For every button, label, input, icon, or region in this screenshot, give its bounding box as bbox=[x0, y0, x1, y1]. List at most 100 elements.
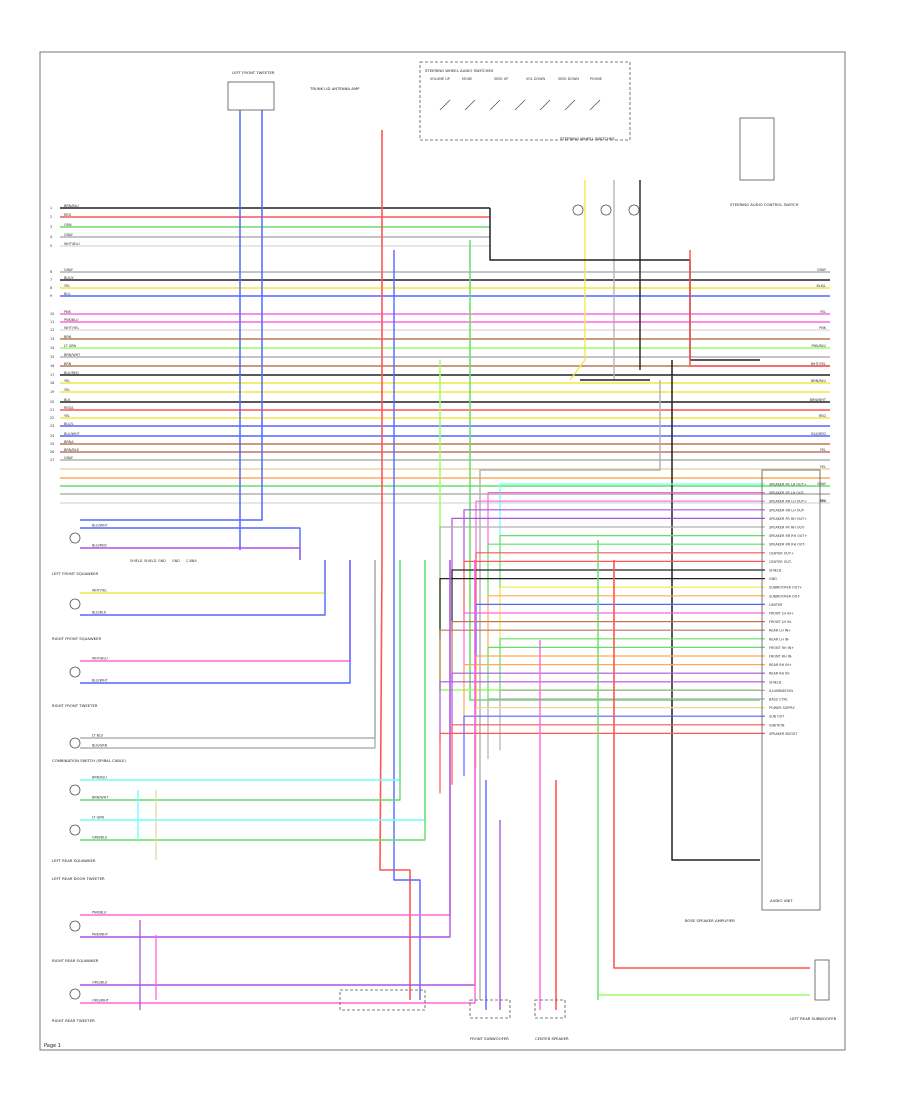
speaker-wire-label-13: PNK/WHT bbox=[92, 933, 109, 937]
speaker-wire-label-2: WHT/YEL bbox=[92, 589, 107, 593]
amp-pin-label-2: SPEAKER RR LH OUT+ bbox=[769, 500, 807, 504]
speaker-symbol-4 bbox=[69, 784, 81, 796]
switch-contact-1 bbox=[464, 99, 476, 111]
component-label-left-rear-speaker: LEFT REAR SQUAWKER bbox=[52, 858, 96, 863]
switch-yellow-wire bbox=[569, 180, 586, 381]
sub-red-wire bbox=[613, 560, 810, 969]
amp-pin-label-5: SPEAKER FR RH OUT- bbox=[769, 526, 806, 530]
bus-left-label-23: BLU/WHT bbox=[64, 432, 81, 436]
amp-pin-label-15: FRONT LH IN+ bbox=[769, 612, 794, 616]
amp-input-wire-22 bbox=[451, 672, 765, 734]
amp-input-wire-5 bbox=[439, 526, 765, 587]
bus-left-label-21: YEL bbox=[64, 414, 70, 418]
bus-pin-number-12: 13 bbox=[50, 337, 54, 341]
amp-input-wire-0 bbox=[499, 483, 765, 544]
amp-pin-label-21: REAR RH IN+ bbox=[769, 663, 792, 667]
component-label-left-front-tweeter: LEFT FRONT TWEETER bbox=[232, 70, 275, 75]
bus-pin-number-26: 27 bbox=[50, 458, 54, 462]
amp-input-wire-9 bbox=[463, 560, 765, 622]
amp-input-wire-3 bbox=[463, 509, 765, 570]
component-label-bose-amplifier: BOSE SPEAKER AMPLIFIER bbox=[685, 918, 735, 923]
bus-right-label-13: YEL bbox=[820, 499, 826, 503]
bus-pin-number-20: 21 bbox=[50, 408, 54, 412]
switch-header-5: PHONE bbox=[590, 77, 602, 81]
bus-pin-number-25: 26 bbox=[50, 450, 54, 454]
tweeter-lf-wire-b bbox=[80, 110, 263, 521]
page-number: Page 1 bbox=[44, 1043, 61, 1049]
bus-pin-number-17: 18 bbox=[50, 381, 54, 385]
amp-pin-label-26: POWER SUPPLY bbox=[769, 706, 796, 710]
misc-label-3: GND bbox=[172, 559, 180, 563]
bus-left-label-8: BLU bbox=[64, 292, 71, 296]
bus-right-label-8: RED bbox=[819, 414, 826, 418]
amp-pin-label-25: BASS CTRL bbox=[769, 698, 788, 702]
bus-pin-number-13: 14 bbox=[50, 346, 54, 350]
switch-contact-5 bbox=[564, 99, 576, 111]
switch-contact-2 bbox=[489, 99, 501, 111]
speaker-wire-label-3: BLU/BLK bbox=[92, 611, 107, 615]
amp-input-wire-4 bbox=[451, 517, 765, 579]
bus-pin-number-3: 4 bbox=[50, 235, 52, 239]
speaker-wire-label-5: BLU/WHT bbox=[92, 679, 109, 683]
audio-unit-box bbox=[761, 469, 821, 911]
bus-left-label-19: BLK bbox=[64, 398, 71, 402]
misc-label-0: SHIELD bbox=[130, 559, 143, 563]
misc-label-1: SHIELD bbox=[144, 559, 157, 563]
bus-left-label-3: GRAY bbox=[64, 233, 74, 237]
misc-label-4: C-BNA bbox=[186, 559, 197, 563]
amp-input-wire-25 bbox=[487, 698, 765, 759]
amp-pin-label-18: REAR LH IN- bbox=[769, 637, 790, 641]
ground-return-wire bbox=[489, 208, 760, 361]
bus-pin-number-10: 11 bbox=[50, 320, 54, 324]
bus-pin-number-1: 2 bbox=[50, 215, 52, 219]
bus-right-label-0: GRAY bbox=[817, 268, 827, 272]
bus-left-label-13: LT GRN bbox=[64, 344, 77, 348]
component-label-right-front-tweeter: RIGHT FRONT TWEETER bbox=[52, 703, 98, 708]
switch-contact-4 bbox=[539, 99, 551, 111]
component-label-steering-switches: STEERING WHEEL AUDIO SWITCHES bbox=[425, 68, 494, 73]
amp-input-wire-6 bbox=[499, 534, 765, 596]
bus-pin-number-19: 20 bbox=[50, 400, 54, 404]
wire-labels: BRN/BLU1RED2GRN3GRAY4WHT/BLU5GRAY6BLK/Y7… bbox=[50, 68, 837, 1041]
switch-header-0: VOLUME UP bbox=[430, 77, 450, 81]
component-label-antenna-amp: TRUNK LID ANTENNA AMP bbox=[309, 86, 360, 91]
bus-right-label-3: PNK bbox=[819, 326, 827, 330]
component-label-right-rear-speaker: RIGHT REAR SQUAWKER bbox=[52, 958, 99, 963]
speaker-symbol-2 bbox=[69, 666, 81, 678]
amp-pin-label-24: ILLUMINATION bbox=[769, 689, 793, 693]
switch-contact-0 bbox=[439, 99, 451, 111]
bus-right-label-11: YEL bbox=[820, 465, 826, 469]
amp-pin-label-9: CENTER OUT- bbox=[769, 560, 793, 564]
amp-input-wire-21 bbox=[463, 663, 765, 725]
bus-left-label-2: GRN bbox=[64, 223, 72, 227]
speaker-symbol-3 bbox=[69, 737, 81, 749]
switch-header-4: SEEK DOWN bbox=[558, 77, 579, 81]
bus-left-label-25: BRN/BLK bbox=[64, 448, 80, 452]
wires bbox=[60, 110, 830, 1010]
black-return-wire bbox=[671, 360, 760, 861]
amp-pin-label-14: LIMITER bbox=[769, 603, 783, 607]
amp-pin-label-7: SPEAKER RR RH OUT- bbox=[769, 543, 806, 547]
component-label-front-subwoofer: FRONT SUBWOOFER bbox=[470, 1036, 509, 1041]
speaker-wire-2-0 bbox=[80, 560, 351, 662]
amp-input-wire-12 bbox=[499, 586, 765, 648]
bus-left-label-18: YEL bbox=[64, 388, 70, 392]
component-label-left-rear-tweeter: LEFT REAR DOOR TWEETER bbox=[52, 876, 105, 881]
component-label-audio-unit: AUDIO UNIT bbox=[770, 898, 793, 903]
amp-input-wire-20 bbox=[475, 655, 765, 716]
amp-input-wire-15 bbox=[463, 612, 765, 673]
bus-pin-number-15: 16 bbox=[50, 364, 54, 368]
amp-pin-label-13: SUBWOOFER OUT- bbox=[769, 594, 801, 598]
left-front-tweeter-box bbox=[227, 81, 275, 111]
amp-input-wire-28 bbox=[451, 724, 765, 785]
speaker-wire-label-12: PNK/BLU bbox=[92, 911, 107, 915]
bus-right-label-1: BLK/L bbox=[817, 284, 827, 288]
amp-pin-label-4: SPEAKER FR RH OUT+ bbox=[769, 517, 807, 521]
amp-input-wire-8 bbox=[475, 552, 765, 613]
amp-pin-label-12: SUBWOOFER OUT+ bbox=[769, 586, 802, 590]
speaker-wire-0-0 bbox=[80, 527, 301, 560]
bus-right-label-5: WHT/YEL bbox=[811, 362, 826, 366]
amp-input-wire-23 bbox=[439, 681, 765, 742]
component-label-right-rear-tweeter: RIGHT REAR TWEETER bbox=[52, 1018, 95, 1023]
amp-pin-label-28: IGNITION bbox=[769, 723, 785, 727]
